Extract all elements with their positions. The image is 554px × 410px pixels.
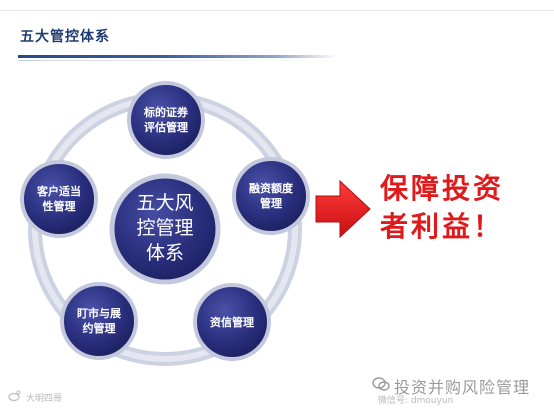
node-label-securities: 标的证券 评估管理	[126, 105, 206, 135]
title-underline	[18, 55, 338, 58]
weibo-icon	[8, 390, 21, 402]
right-arrow-icon	[315, 179, 371, 239]
center-label: 五大风 控管理 体系	[115, 191, 215, 266]
watermark-account-id: 微信号: dmouyun	[378, 396, 454, 406]
node-label-credit-standing: 资信管理	[192, 315, 272, 330]
node-label-suitability-line2: 性管理	[42, 200, 76, 213]
node-circle-1	[127, 81, 205, 159]
node-label-mark-to-market-line1: 盯市与展	[77, 307, 121, 320]
result-text-line2: 者利益！	[380, 210, 505, 243]
node-label-securities-line1: 标的证券	[144, 106, 188, 119]
node-circle-4	[60, 282, 138, 360]
center-label-line1: 五大风	[136, 192, 194, 214]
title-underline-thin	[18, 60, 318, 61]
node-label-mark-to-market: 盯市与展 约管理	[59, 306, 139, 336]
node-circle-2	[232, 157, 310, 235]
center-label-line2: 控管理	[136, 217, 194, 239]
node-label-mark-to-market-line2: 约管理	[82, 322, 116, 335]
center-circle	[109, 173, 221, 285]
node-label-credit-limit-line2: 管理	[260, 197, 282, 210]
watermark-account-name: 投资并购风险管理	[394, 378, 531, 397]
result-text-line1: 保障投资	[380, 172, 505, 205]
result-text: 保障投资 者利益！	[380, 170, 550, 246]
node-label-credit-limit: 融资额度 管理	[231, 181, 311, 211]
node-label-suitability-line1: 客户适当	[37, 185, 81, 198]
node-label-credit-limit-line1: 融资额度	[249, 182, 293, 195]
node-label-credit-standing-line1: 资信管理	[210, 316, 254, 329]
page-title: 五大管控体系	[20, 29, 110, 45]
node-label-suitability: 客户适当 性管理	[19, 184, 99, 214]
watermark-weibo: 大明四哥	[26, 394, 63, 404]
node-circle-3	[193, 283, 271, 361]
wechat-icon	[372, 377, 390, 391]
node-label-securities-line2: 评估管理	[144, 121, 188, 134]
node-circle-5	[20, 160, 98, 238]
top-bar	[0, 0, 554, 11]
center-label-line3: 体系	[145, 242, 184, 264]
